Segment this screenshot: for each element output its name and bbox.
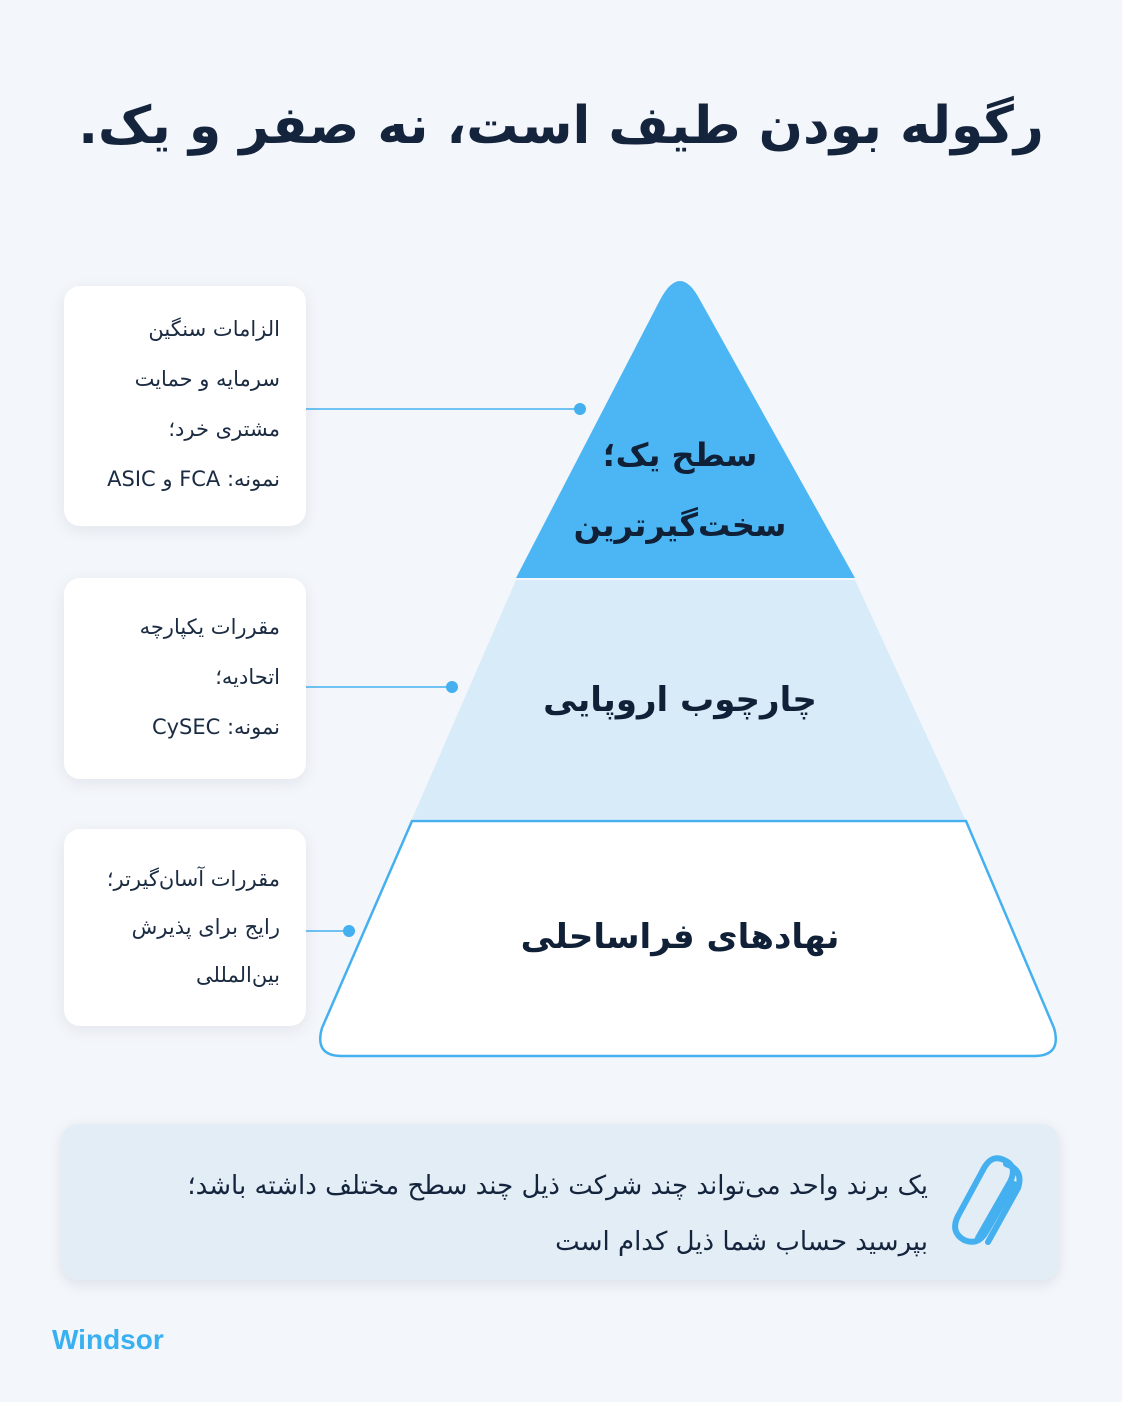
card-middle-line-2: اتحادیه؛ (215, 665, 280, 689)
card-middle-tier: مقررات یکپارچه اتحادیه؛ نمونه: CySEC (64, 578, 306, 779)
note-text: یک برند واحد می‌تواند چند شرکت ذیل چند س… (187, 1158, 928, 1270)
card-middle-line-3: نمونه: CySEC (151, 715, 280, 739)
card-top-line-2: سرمایه و حمایت (134, 367, 280, 391)
tier-label-top: سطح یک؛ سخت‌گیرترین (540, 420, 820, 560)
card-bottom-line-2: رایج برای پذیرش (131, 915, 280, 939)
card-bottom-line-1: مقررات آسان‌گیرتر؛ (106, 867, 280, 891)
brand-logo: Windsor (52, 1324, 164, 1355)
note-box: یک برند واحد می‌تواند چند شرکت ذیل چند س… (62, 1124, 1058, 1280)
card-middle-line-1: مقررات یکپارچه (139, 615, 280, 639)
card-top-line-3: مشتری خرد؛ (168, 417, 280, 441)
pyramid-tier-bottom (319, 819, 1057, 1058)
card-top-line-4: نمونه: FCA و ASIC (107, 467, 280, 491)
tier-label-bottom: نهادهای فراساحلی (480, 912, 880, 962)
card-top-tier: الزامات سنگین سرمایه و حمایت مشتری خرد؛ … (64, 286, 306, 526)
connector-dot-bottom (343, 925, 355, 937)
tier-label-middle: چارچوب اروپایی (500, 675, 860, 725)
pyramid-tier-middle (412, 580, 965, 819)
card-top-line-1: الزامات سنگین (148, 317, 280, 341)
tier-label-top-line-2: سخت‌گیرترین (573, 506, 787, 544)
tier-label-top-line-1: سطح یک؛ (602, 436, 758, 474)
note-line-2: بپرسید حساب شما ذیل کدام است (555, 1227, 928, 1257)
card-bottom-line-3: بین‌المللی (196, 963, 280, 987)
connector-dot-top (574, 403, 586, 415)
card-bottom-tier: مقررات آسان‌گیرتر؛ رایج برای پذیرش بین‌ا… (64, 829, 306, 1026)
paperclip-icon (952, 1155, 1023, 1245)
connector-dot-middle (446, 681, 458, 693)
pyramid-tier-top (516, 281, 855, 578)
page-title: رگوله بودن طیف است، نه صفر و یک. (78, 96, 1044, 156)
tier-label-middle-line-1: چارچوب اروپایی (543, 680, 817, 720)
tier-label-bottom-line-1: نهادهای فراساحلی (520, 917, 840, 957)
note-line-1: یک برند واحد می‌تواند چند شرکت ذیل چند س… (187, 1171, 928, 1201)
